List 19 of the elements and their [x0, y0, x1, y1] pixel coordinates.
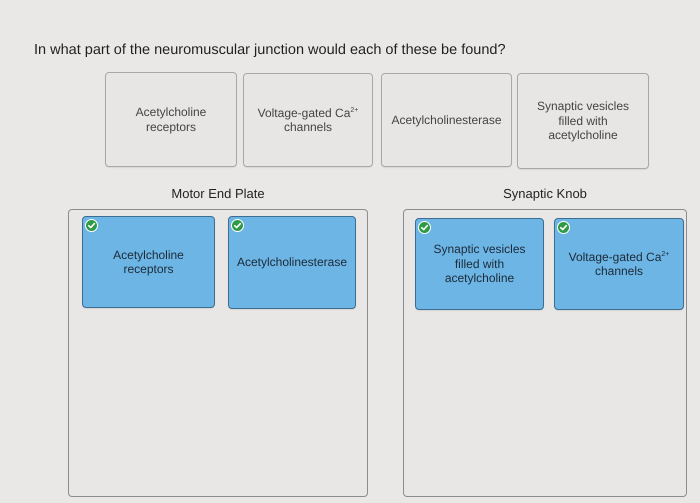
card-label: Acetylcholinesterase: [236, 255, 348, 270]
card-label: Acetylcholinesterase: [391, 112, 502, 128]
card-label: Synaptic vesicles filled with acetylcholine: [432, 242, 527, 286]
answer-choice-card: [381, 73, 512, 167]
card-label: Synaptic vesicles filled with acetylcholine: [536, 99, 630, 143]
card-label: Acetylcholine receptors: [112, 248, 185, 276]
card-label: Voltage-gated Ca$^{2+}$ channels: [568, 250, 670, 278]
card-label: Voltage-gated Ca$^{2+}$ channels: [256, 106, 360, 134]
answer-choice-card: [243, 73, 373, 167]
card-label: Acetylcholine receptors: [134, 105, 208, 134]
answer-choice-card: [517, 73, 649, 169]
placed-answer-tile: [554, 218, 684, 310]
category-heading: Synaptic Knob: [503, 186, 587, 202]
placed-answer-tile: [82, 216, 215, 308]
placed-answer-tile: [415, 218, 544, 310]
question-title: In what part of the neuromuscular junction would each of these be found?: [34, 42, 506, 58]
placed-answer-tile: [228, 216, 356, 309]
answer-choice-card: [105, 72, 237, 167]
category-heading: Motor End Plate: [171, 186, 265, 202]
